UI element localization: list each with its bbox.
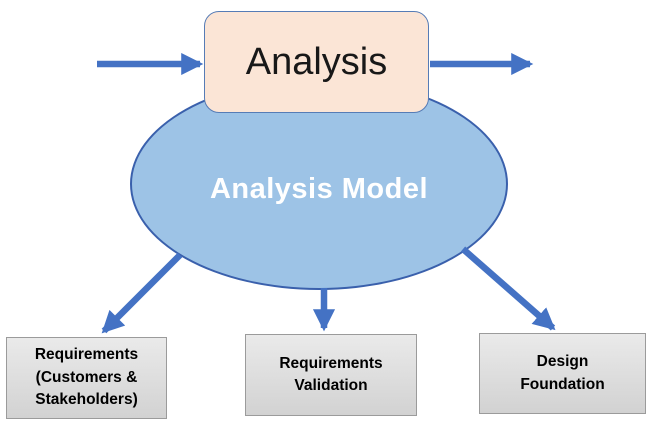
output-box-design-foundation: Design Foundation [479,333,646,414]
output-box-design-foundation-label: Design Foundation [520,353,605,393]
analysis-process-box: Analysis [204,11,429,113]
model-arrow-left [101,252,183,334]
model-arrow-right [460,246,556,331]
output-box-requirements-validation: Requirements Validation [245,334,417,416]
output-box-requirements: Requirements (Customers & Stakeholders) [6,337,167,419]
analysis-process-label: Analysis [245,40,388,83]
analysis-model-ellipse: Analysis Model [130,78,508,290]
output-box-requirements-label: Requirements (Customers & Stakeholders) [34,346,139,409]
analysis-model-label: Analysis Model [209,172,429,205]
output-box-requirements-validation-label: Requirements Validation [279,354,383,394]
